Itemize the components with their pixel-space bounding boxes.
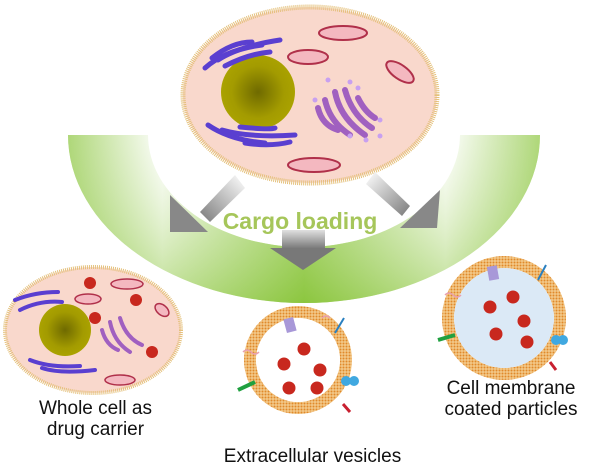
extracellular-vesicle: [237, 306, 359, 414]
ev-label: Extracellular vesicles: [223, 446, 402, 467]
whole-cell-carrier: [3, 265, 183, 395]
cmcp-label-line2: coated particles: [444, 399, 578, 420]
endoplasmic-reticulum: [202, 37, 298, 148]
cargo-loading-label: Cargo loading: [223, 208, 378, 234]
arrow-right: [366, 172, 440, 228]
golgi: [315, 87, 378, 138]
whole-cell-label: Whole cell as drug carrier: [18, 398, 173, 440]
cmcp-label: Cell membrane coated particles: [425, 378, 597, 420]
arrow-left: [170, 175, 245, 232]
mitochondria: [287, 25, 415, 173]
arrow-down: [270, 230, 336, 270]
membrane-coated-particle: [437, 256, 568, 380]
nucleus: [221, 55, 295, 129]
source-cell: [180, 4, 440, 186]
whole-cell-label-line1: Whole cell as: [39, 398, 152, 419]
cmcp-label-line1: Cell membrane: [446, 378, 576, 399]
whole-cell-label-line2: drug carrier: [46, 419, 145, 440]
transition-arc: [68, 135, 540, 303]
